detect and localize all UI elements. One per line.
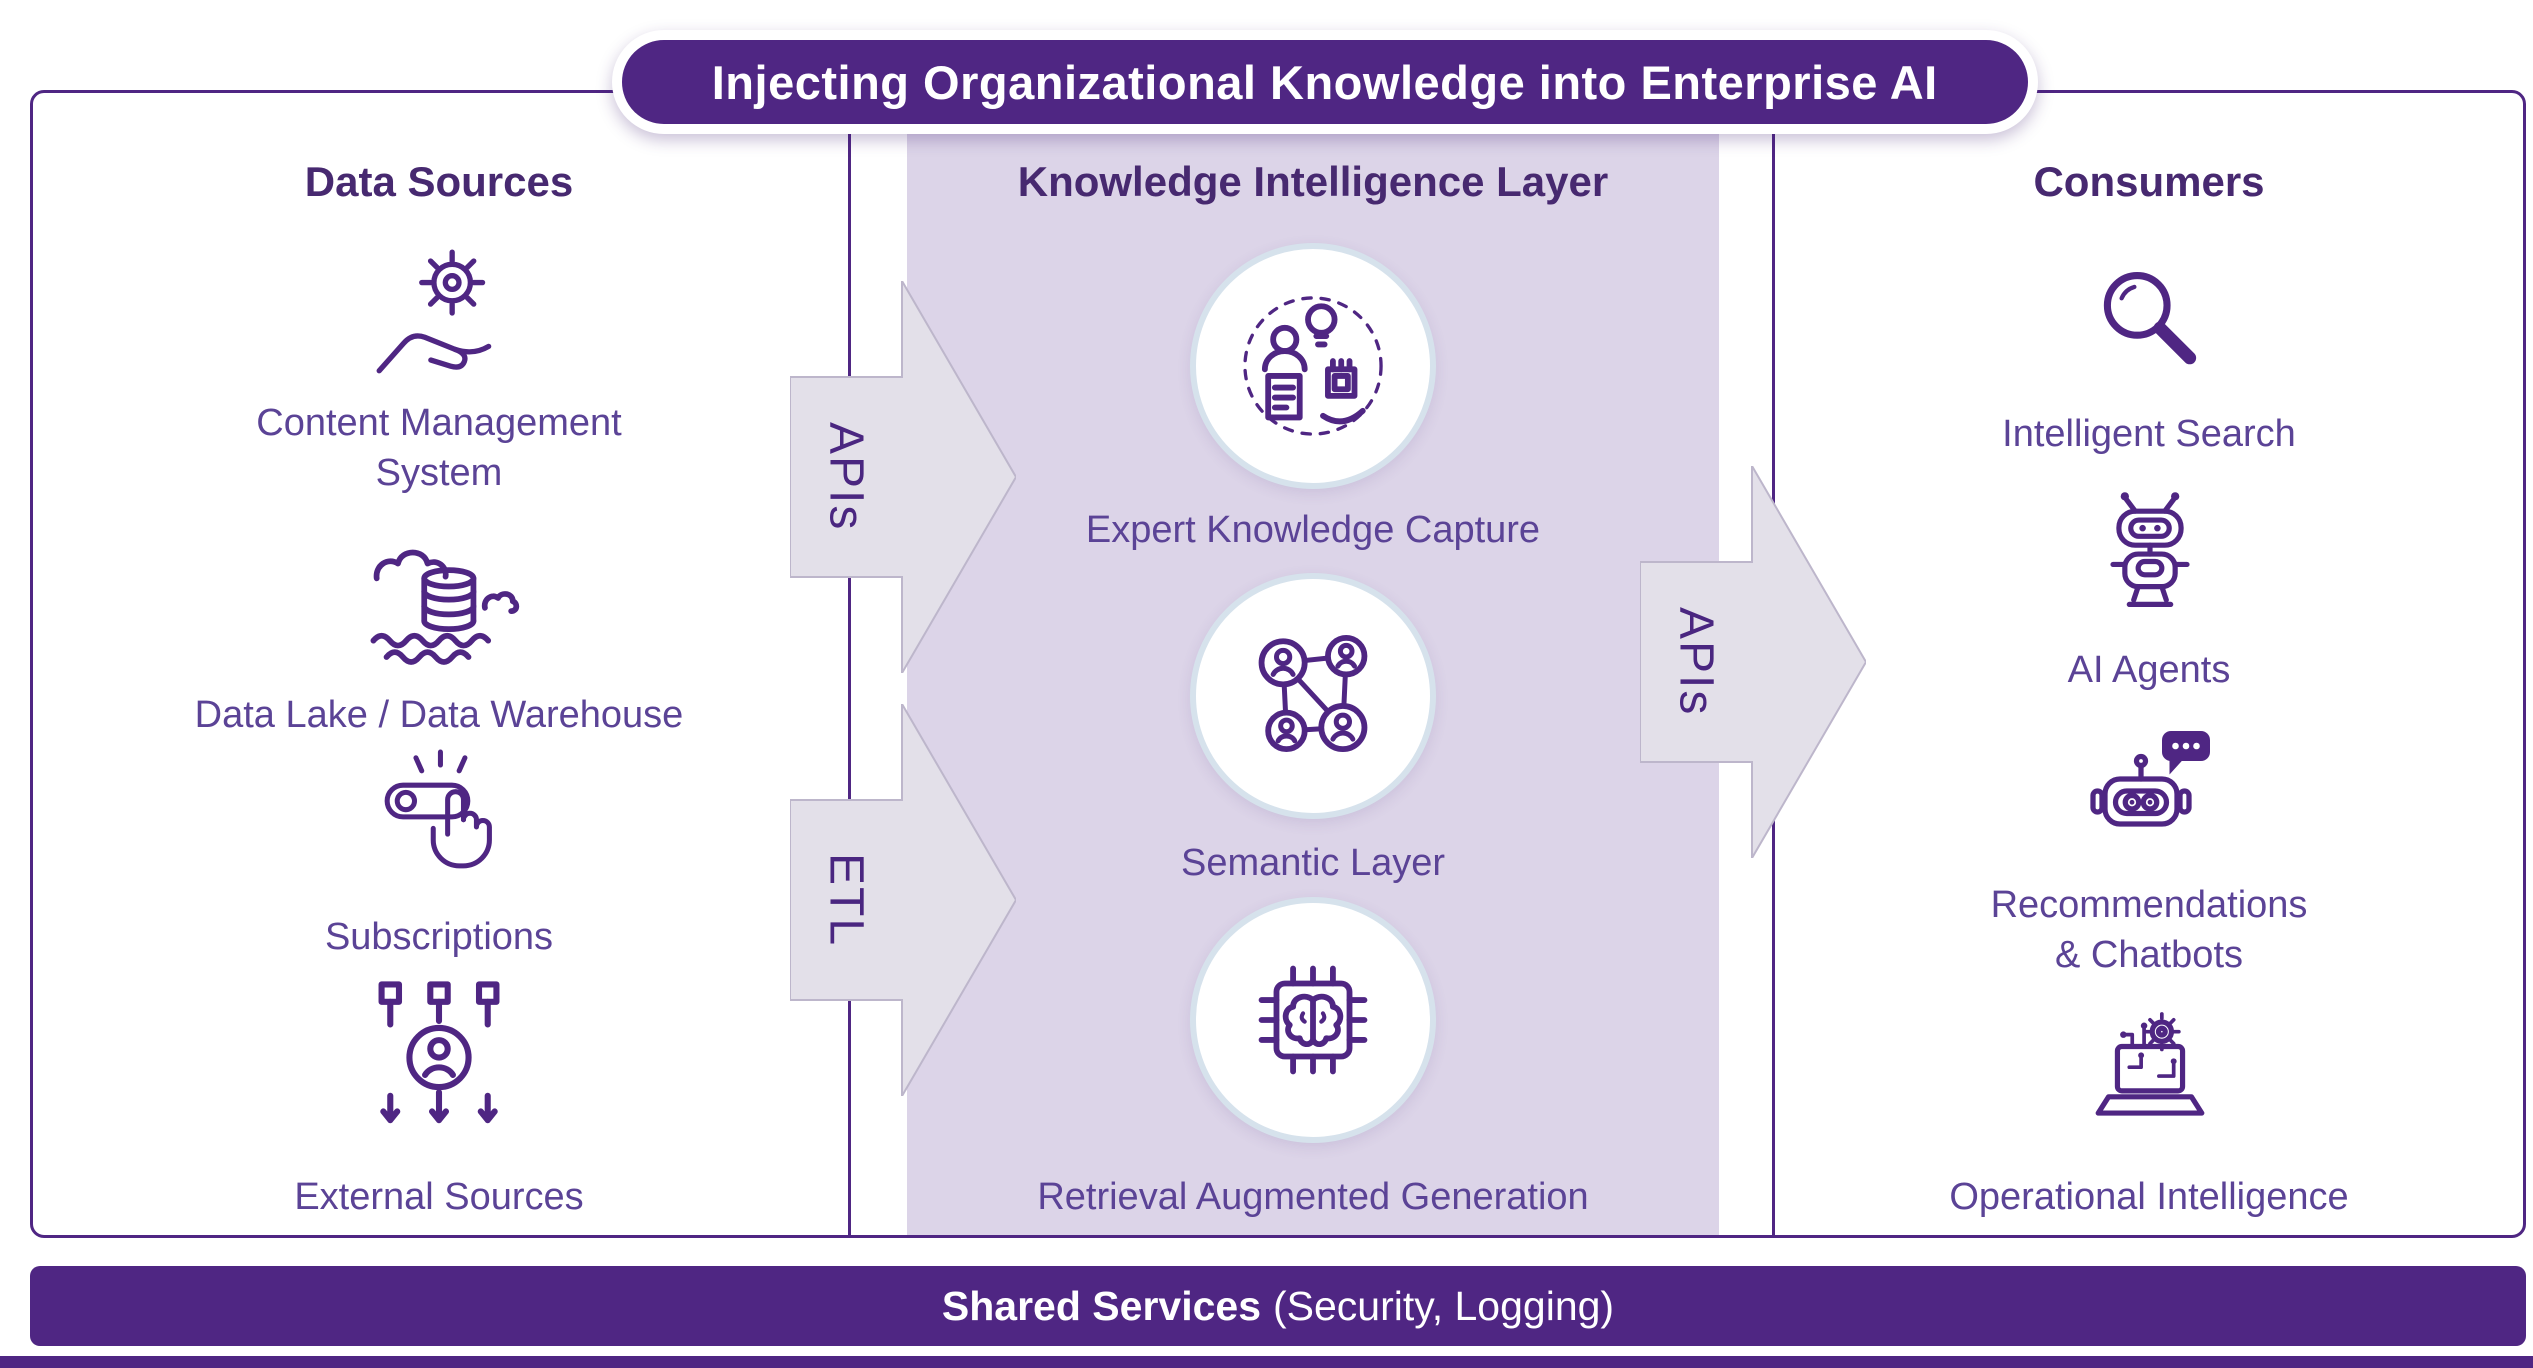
shared-services-detail: (Security, Logging) — [1273, 1282, 1615, 1329]
search-magnifier-icon — [2079, 250, 2221, 392]
label-retrieval-augmented-generation: Retrieval Augmented Generation — [1037, 1176, 1589, 1218]
data-lake-icon — [352, 516, 526, 680]
arrow-apis-right: APIs — [1639, 462, 1868, 862]
gear-hand-icon — [364, 240, 516, 392]
header-consumers: Consumers — [2033, 158, 2265, 205]
diagram-title: Injecting Organizational Knowledge into … — [611, 30, 2038, 134]
operational-intelligence-icon — [2076, 1008, 2224, 1156]
expert-knowledge-capture-icon — [1190, 243, 1436, 489]
rag-brain-chip-icon — [1190, 897, 1436, 1143]
shared-services-label: Shared Services — [941, 1282, 1261, 1329]
arrow-apis-left-label: APIs — [819, 422, 873, 532]
arrow-apis-left: APIs — [789, 277, 1018, 677]
header-knowledge-intelligence-layer: Knowledge Intelligence Layer — [1017, 158, 1609, 205]
header-data-sources: Data Sources — [304, 158, 574, 205]
bottom-edge-strip — [0, 1356, 2533, 1368]
label-content-management-system: Content Management System — [256, 402, 622, 495]
label-external-sources: External Sources — [294, 1176, 584, 1218]
arrow-etl-label: ETL — [819, 852, 873, 948]
subscriptions-icon — [367, 742, 511, 886]
ai-agent-robot-icon — [2076, 486, 2224, 634]
external-sources-icon — [352, 966, 526, 1156]
arrow-etl: ETL — [789, 700, 1018, 1100]
label-semantic-layer: Semantic Layer — [1180, 842, 1445, 884]
chatbot-icon — [2075, 716, 2225, 866]
column-divider-left — [848, 93, 851, 1235]
label-expert-knowledge-capture: Expert Knowledge Capture — [1085, 509, 1541, 551]
semantic-layer-icon — [1190, 573, 1436, 819]
label-data-lake-warehouse: Data Lake / Data Warehouse — [194, 694, 684, 736]
label-subscriptions: Subscriptions — [324, 916, 554, 958]
diagram-title-text: Injecting Organizational Knowledge into … — [711, 55, 1938, 109]
label-ai-agents: AI Agents — [2067, 649, 2231, 691]
label-intelligent-search: Intelligent Search — [2002, 413, 2296, 455]
shared-services-bar: Shared Services (Security, Logging) — [30, 1266, 2526, 1346]
label-operational-intelligence: Operational Intelligence — [1949, 1176, 2349, 1218]
arrow-apis-right-label: APIs — [1669, 607, 1723, 717]
label-recommendations-chatbots: Recommendations & Chatbots — [1990, 884, 2308, 977]
